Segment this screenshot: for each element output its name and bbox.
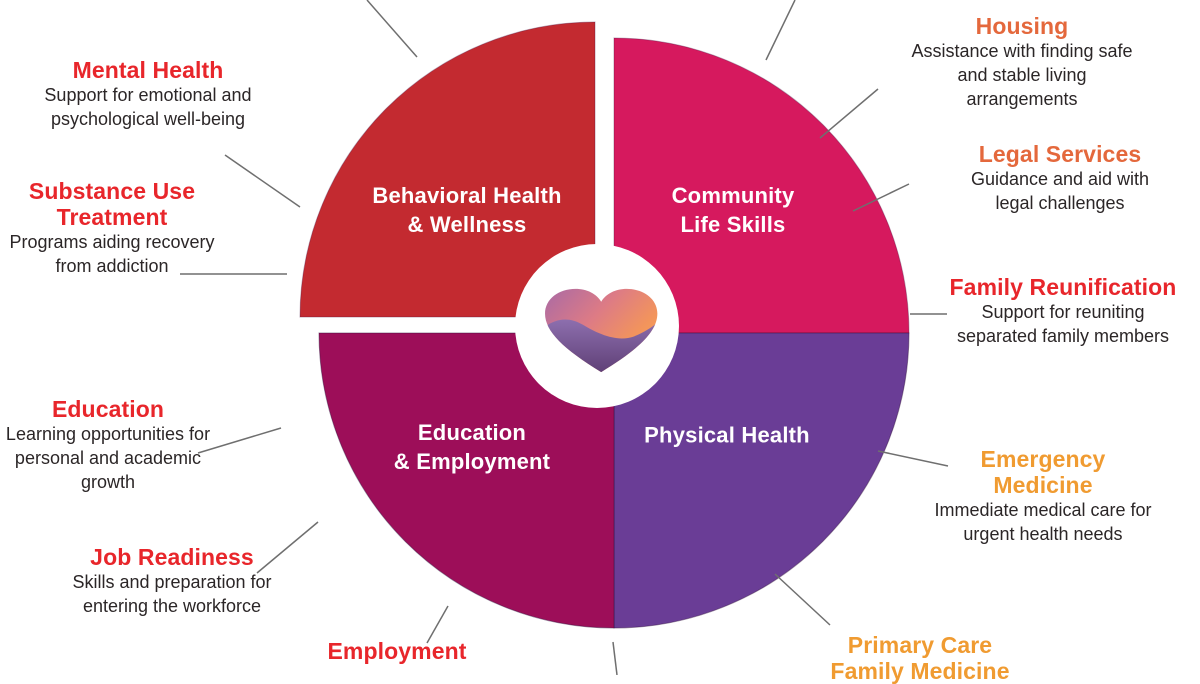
callout-body: Guidance and aid with legal challenges (971, 167, 1149, 215)
callout-text-line: Programs aiding recovery (9, 232, 215, 252)
callout-body: Skills and preparation for entering the … (72, 570, 271, 618)
callout-text-line: entering the workforce (82, 596, 262, 616)
quadrant-label-line: Physical Health (644, 422, 810, 448)
callout-text-line: Support for emotional and (44, 85, 252, 105)
leader-line-primary-care (774, 573, 831, 626)
callout-body: Immediate medical care for urgent health… (934, 498, 1151, 546)
callout-body: Assistance with finding safe and stable … (911, 39, 1132, 111)
callout-text-line: arrangements (966, 89, 1078, 109)
leader-line-legal-services (852, 183, 910, 212)
quadrant-label-education-employment: Education & Employment (394, 418, 550, 476)
leader-lines (180, 0, 949, 675)
callout-title: Housing (975, 13, 1069, 39)
callout-title-line: Substance Use (28, 178, 196, 204)
quadrant-education-employment (318, 332, 615, 629)
callout-title-line: Family Medicine (830, 658, 1010, 684)
leader-line-emergency-medicine (877, 450, 949, 467)
callout-text-line: psychological well-being (50, 109, 246, 129)
callout-text-line: legal challenges (995, 193, 1125, 213)
leader-line-education (197, 427, 282, 454)
callout-text-line: from addiction (55, 256, 169, 276)
callout-title-line: Primary Care (847, 632, 993, 658)
callout-text-line: Immediate medical care for (934, 500, 1152, 520)
callout-primary-care-family-medicine: Primary Care Family Medicine (830, 632, 1009, 684)
callout-text-line: urgent health needs (963, 524, 1123, 544)
callout-substance-use-treatment: Substance Use Treatment Programs aiding … (9, 178, 214, 278)
leader-line-employment (426, 605, 449, 644)
callout-text-line: growth (80, 472, 136, 492)
quadrant-label-line: Behavioral Health (372, 183, 562, 208)
quadrant-community-life-skills (613, 37, 910, 334)
quadrant-label-physical-health: Physical Health (644, 421, 810, 450)
quadrant-behavioral-health-wellness (299, 21, 596, 318)
callout-title: Education (51, 396, 165, 422)
callout-title-line: Emergency (980, 446, 1106, 472)
callout-title: Legal Services (978, 141, 1142, 167)
callout-title-line: Medicine (993, 472, 1093, 498)
callout-text-line: Assistance with finding safe (911, 41, 1133, 61)
callout-body: Support for reuniting separated family m… (950, 300, 1177, 348)
callout-body: Programs aiding recovery from addiction (9, 230, 214, 278)
leader-line-bottom-cut (612, 641, 618, 675)
callout-title: Emergency Medicine (934, 446, 1151, 498)
callout-title: Employment (327, 638, 467, 664)
callout-text-line: Skills and preparation for (72, 572, 272, 592)
callout-text-line: Support for reuniting (981, 302, 1145, 322)
callout-title: Primary Care Family Medicine (830, 632, 1009, 684)
quadrant-label-line: Community (671, 183, 795, 208)
callout-family-reunification: Family Reunification Support for reuniti… (950, 274, 1177, 348)
leader-line-housing (819, 88, 879, 139)
callout-job-readiness: Job Readiness Skills and preparation for… (72, 544, 271, 618)
callout-title: Mental Health (72, 57, 224, 83)
callout-education: Education Learning opportunities for per… (6, 396, 210, 494)
callout-title-line: Treatment (56, 204, 168, 230)
callout-legal-services: Legal Services Guidance and aid with leg… (971, 141, 1149, 215)
callout-housing: Housing Assistance with finding safe and… (911, 13, 1132, 111)
callout-text-line: Learning opportunities for (5, 424, 211, 444)
leader-line-top-left-cut (366, 0, 418, 58)
quadrant-label-line: & Employment (393, 449, 551, 474)
callout-body: Support for emotional and psychological … (44, 83, 251, 131)
callout-employment: Employment (327, 638, 466, 664)
leader-line-mental-health (224, 154, 301, 208)
quadrant-label-community-life-skills: Community Life Skills (672, 181, 795, 239)
callout-text-line: Guidance and aid with (970, 169, 1150, 189)
quadrant-physical-health (613, 332, 910, 629)
callout-emergency-medicine: Emergency Medicine Immediate medical car… (934, 446, 1151, 546)
quadrant-label-line: Life Skills (680, 212, 786, 237)
callout-text-line: and stable living (957, 65, 1087, 85)
callout-text-line: personal and academic (14, 448, 202, 468)
quadrant-label-line: & Wellness (407, 212, 527, 237)
callout-mental-health: Mental Health Support for emotional and … (44, 57, 251, 131)
callout-title: Job Readiness (90, 544, 254, 570)
quadrant-label-line: Education (417, 420, 527, 445)
callout-body: Learning opportunities for personal and … (6, 422, 210, 494)
callout-title: Substance Use Treatment (9, 178, 214, 230)
quadrant-label-behavioral-health-wellness: Behavioral Health & Wellness (372, 181, 561, 239)
callout-title: Family Reunification (949, 274, 1177, 300)
leader-line-job-readiness (256, 521, 319, 574)
callout-text-line: separated family members (956, 326, 1170, 346)
leader-line-top-right-cut (765, 0, 796, 61)
